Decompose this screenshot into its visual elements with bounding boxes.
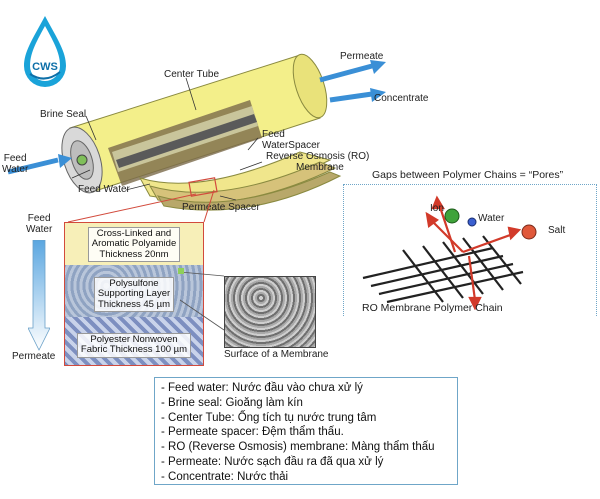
polymer-panel bbox=[343, 184, 597, 316]
legend-box: - Feed water: Nước đầu vào chưa xử lý - … bbox=[154, 377, 458, 485]
cws-logo: CWS bbox=[18, 12, 72, 96]
logo-text: CWS bbox=[32, 61, 58, 73]
down-arrow-icon bbox=[28, 240, 50, 351]
water-molecule bbox=[467, 217, 477, 227]
legend-item: - Feed water: Nước đầu vào chưa xử lý bbox=[161, 382, 363, 394]
legend-item: - RO (Reverse Osmosis) membrane: Màng th… bbox=[161, 441, 435, 454]
label-permeate-spacer: Permeate Spacer bbox=[182, 202, 260, 213]
label-cs-permeate: Permeate bbox=[12, 351, 56, 362]
legend-item: - Permeate: Nước sạch đầu ra đã qua xử l… bbox=[161, 455, 384, 468]
concentrate-arrow bbox=[329, 91, 373, 103]
water-drop-icon: CWS bbox=[24, 16, 66, 87]
legend-item: - Permeate spacer: Đệm thẩm thấu. bbox=[161, 426, 344, 439]
label-water: Water bbox=[478, 213, 505, 224]
label-feed-water-mid: Feed Water bbox=[78, 184, 130, 195]
label-surface: Surface of a Membrane bbox=[224, 349, 329, 360]
polymer-caption: RO Membrane Polymer Chain bbox=[362, 302, 503, 314]
salt-molecule bbox=[521, 224, 537, 240]
legend-item: - Center Tube: Ống tích tụ nước trung tâ… bbox=[161, 411, 377, 424]
polymer-chain-diagram bbox=[362, 195, 537, 310]
callout-lines bbox=[67, 189, 215, 223]
label-concentrate: Concentrate bbox=[374, 93, 429, 104]
ro-module-illustration bbox=[7, 53, 386, 211]
label-ro-membrane: Reverse Osmosis (RO)Membrane bbox=[266, 151, 370, 173]
membrane-surface-photo bbox=[224, 276, 316, 348]
legend-item: - Brine seal: Gioăng làm kín bbox=[161, 396, 303, 409]
label-center-tube: Center Tube bbox=[164, 69, 220, 80]
ion-molecule bbox=[444, 208, 460, 224]
sem-callout-lines bbox=[178, 268, 225, 331]
label-brine-seal: Brine Seal bbox=[40, 109, 87, 120]
legend-item: - Concentrate: Nước thải bbox=[161, 470, 289, 483]
label-permeate-top: Permeate bbox=[340, 51, 384, 62]
label-ion: Ion bbox=[430, 203, 444, 214]
permeate-arrow bbox=[319, 63, 373, 83]
polymer-panel-title: Gaps between Polymer Chains = “Pores” bbox=[372, 169, 564, 181]
label-salt: Salt bbox=[548, 225, 566, 236]
feed-arrow bbox=[7, 157, 59, 175]
